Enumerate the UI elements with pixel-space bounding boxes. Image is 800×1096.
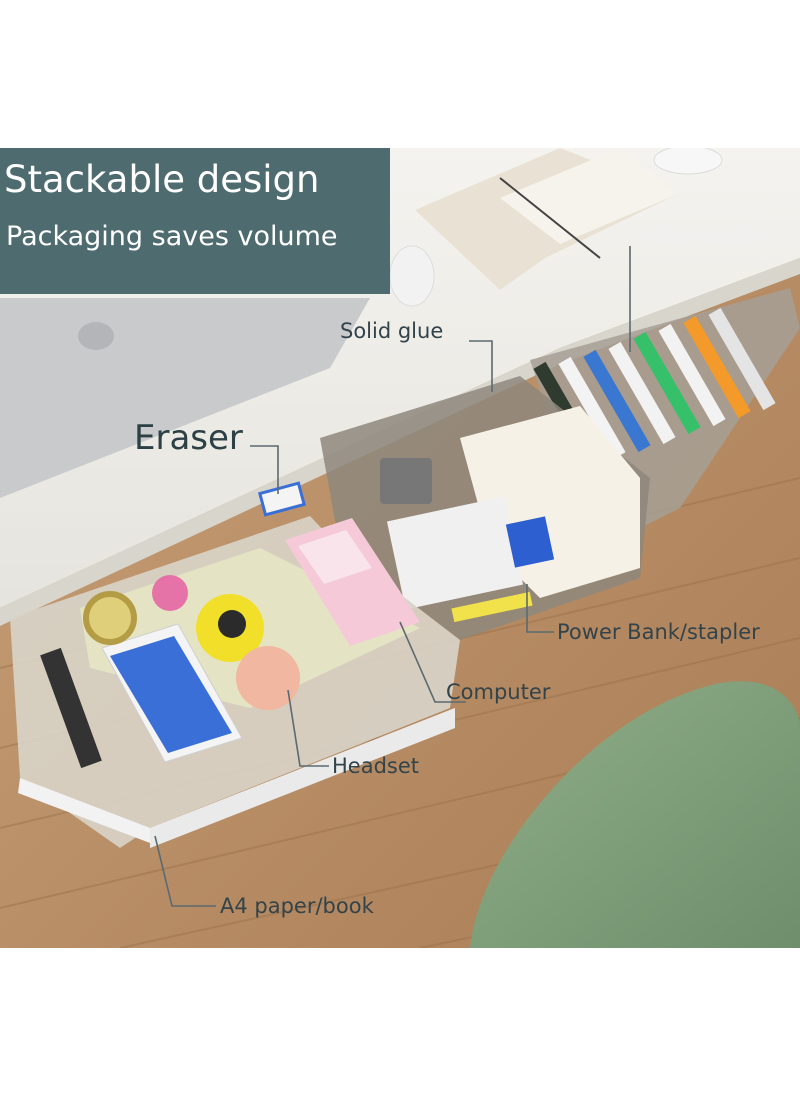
calculator-display: [298, 530, 372, 584]
sticky-notes: [451, 591, 533, 623]
laptop-logo: [78, 322, 114, 350]
label-a4-paper-book: A4 paper/book: [220, 894, 374, 918]
calculator-small: [380, 458, 432, 504]
banner-subtitle: Packaging saves volume: [6, 221, 338, 252]
product-photo: [0, 148, 800, 948]
green-chair: [470, 681, 800, 948]
watch: [40, 647, 102, 769]
phone-screen: [110, 636, 232, 753]
drawer-lip: [150, 708, 455, 848]
notebook-page: [500, 148, 678, 244]
mouse: [389, 245, 435, 307]
banner-title: Stackable design: [4, 158, 320, 201]
label-watercolor: Watercolor: [650, 225, 764, 249]
headset-case: [236, 646, 300, 710]
label-eraser: Eraser: [134, 418, 243, 458]
scene-illustration: [0, 148, 800, 948]
binder-clips: [152, 575, 188, 611]
label-computer: Computer: [446, 680, 551, 704]
power-bank: [386, 496, 524, 610]
notebook-spiral: [499, 177, 601, 259]
stapler: [505, 516, 555, 568]
desk-edge: [0, 258, 800, 626]
coffee-cup: [653, 148, 723, 175]
label-headset: Headset: [332, 754, 420, 778]
tape-roll: [83, 591, 137, 645]
promo-banner: Stackable design Packaging saves volume: [0, 148, 390, 294]
label-power-bank-stapler: Power Bank/stapler: [557, 620, 760, 644]
label-solid-glue: Solid glue: [340, 319, 444, 343]
